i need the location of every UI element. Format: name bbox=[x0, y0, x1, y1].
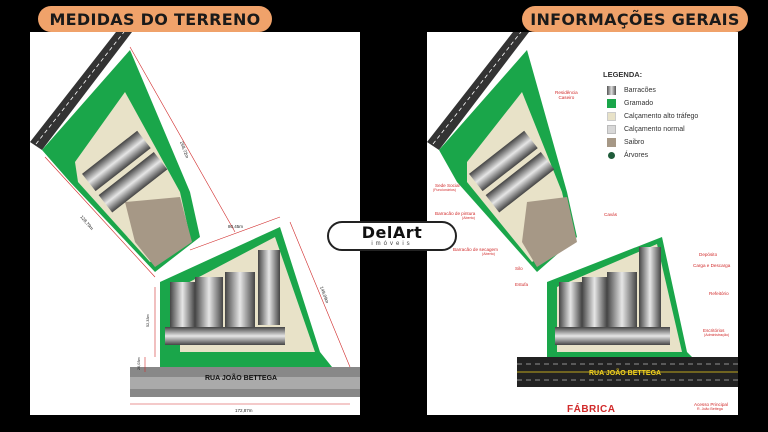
annotation-deposito: Depósito bbox=[699, 252, 718, 257]
measure-left: 128,79m bbox=[79, 214, 94, 231]
logo-main-text: DelArt bbox=[361, 222, 423, 242]
legend-item-barracoes: Barracões bbox=[607, 85, 727, 96]
site-plan-drawing: 258,72m 128,79m 80,45m 149,09m 172,87m 5… bbox=[30, 32, 360, 413]
annotation-silo: Silo bbox=[515, 266, 523, 271]
annotation-carga: Carga e Descarga bbox=[693, 263, 731, 268]
legend-item-calcamento-alto: Calçamento alto tráfego bbox=[607, 111, 727, 122]
annotation-refeitorio: Refeitório bbox=[709, 291, 729, 296]
annotation-estufa: Estufa bbox=[515, 282, 529, 287]
annotation-sede-social: Sede Social bbox=[435, 183, 460, 188]
site-plan-drawing-info: RUA JOÃO BETTEGA bbox=[427, 32, 738, 387]
annotation-barracao-secagem-sub: (Aberto) bbox=[482, 252, 495, 256]
annotation-barracao-secagem: Barracão de secagem bbox=[453, 247, 498, 252]
barracoes-swatch bbox=[607, 86, 616, 95]
road-label-info: RUA JOÃO BETTEGA bbox=[589, 368, 661, 377]
gramado-swatch bbox=[607, 99, 616, 108]
annotation-residencia: Residência Caseiro bbox=[555, 90, 578, 100]
title-medidas: MEDIDAS DO TERRENO bbox=[38, 6, 272, 32]
legend-item-gramado: Gramado bbox=[607, 98, 727, 109]
annotation-barracao-pintura: Barracão de pintura bbox=[435, 211, 476, 216]
annotation-acesso: Acesso Principal bbox=[694, 402, 728, 407]
logo-sub-text: imóveis bbox=[371, 240, 413, 247]
title-informacoes: INFORMAÇÕES GERAIS bbox=[522, 6, 748, 32]
site-plan-measures: 258,72m 128,79m 80,45m 149,09m 172,87m 5… bbox=[30, 32, 360, 415]
annotation-acesso-sub: R. João Bettega bbox=[697, 407, 723, 411]
annotation-escritorios: Escritórios bbox=[703, 328, 725, 333]
road-label: RUA JOÃO BETTEGA bbox=[205, 373, 277, 382]
annotation-cavas: Cavás bbox=[604, 212, 618, 217]
annotation-barracao-pintura-sub: (Aberto) bbox=[462, 216, 475, 220]
measure-small: 26,03m bbox=[137, 357, 141, 370]
measure-bottom: 172,87m bbox=[235, 408, 253, 413]
fabrica-label: FÁBRICA bbox=[567, 404, 616, 415]
saibro-swatch bbox=[607, 138, 616, 147]
annotation-sede-social-sub: (Funcionários) bbox=[433, 188, 456, 192]
calcamento-normal-swatch bbox=[607, 125, 616, 134]
legend-title: LEGENDA: bbox=[603, 70, 643, 79]
legend-item-arvores: Árvores bbox=[607, 150, 727, 161]
measure-top: 258,72m bbox=[179, 141, 190, 159]
legend-item-calcamento-normal: Calçamento normal bbox=[607, 124, 727, 135]
calcamento-alto-swatch bbox=[607, 112, 616, 121]
measure-side: 52,33m bbox=[146, 314, 150, 327]
legend: LEGENDA: Barracões Gramado Calçamento al… bbox=[603, 70, 727, 163]
measure-middle: 80,45m bbox=[228, 224, 243, 229]
delart-logo: DelArt imóveis bbox=[327, 221, 457, 251]
measure-right: 149,09m bbox=[319, 286, 330, 304]
annotation-escritorios-sub: (Administração) bbox=[704, 333, 730, 337]
site-plan-info: RUA JOÃO BETTEGA LEGENDA: Barracões Gram… bbox=[427, 32, 738, 415]
legend-item-saibro: Saibro bbox=[607, 137, 727, 148]
arvores-swatch bbox=[608, 152, 615, 159]
